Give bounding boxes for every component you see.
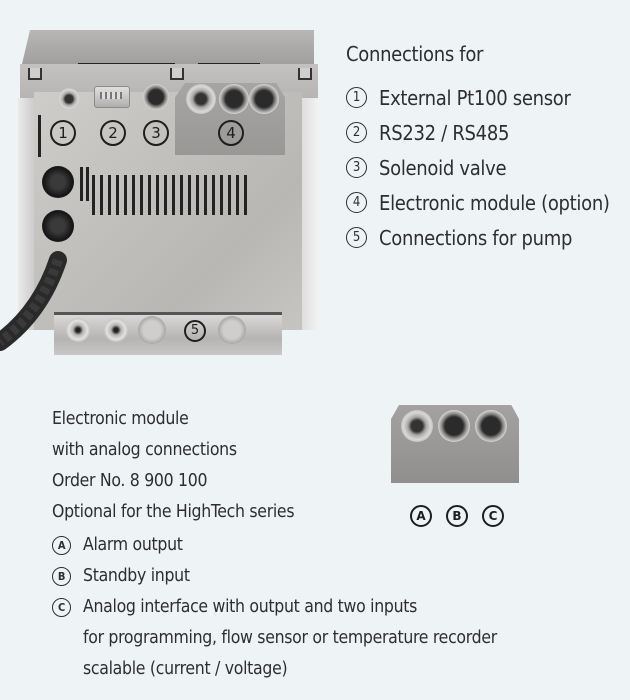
- pump-fitting: [104, 318, 128, 342]
- module-item-label: scalable (current / voltage): [83, 659, 288, 679]
- mount-bracket: [28, 68, 42, 80]
- marker-5: 5: [346, 227, 367, 248]
- label-5: 5: [184, 320, 206, 342]
- module-photo-connector-b: [438, 410, 470, 442]
- module-item-label: Analog interface with output and two inp…: [83, 597, 418, 617]
- photo-label-a: A: [410, 505, 432, 527]
- module-item-c-cont: scalable (current / voltage): [52, 654, 497, 685]
- connection-item: 2 RS232 / RS485: [346, 115, 610, 150]
- connection-label: Solenoid valve: [379, 155, 507, 180]
- module-subtitle: with analog connections: [52, 440, 237, 460]
- module-connector-b: [219, 84, 249, 114]
- connections-title: Connections for: [346, 42, 484, 66]
- module-connector-c: [249, 84, 279, 114]
- module-legend: A Alarm output B Standby input C Analog int…: [52, 530, 497, 685]
- connection-item: 4 Electronic module (option): [346, 185, 610, 220]
- pump-fitting: [66, 318, 90, 342]
- connection-label: Connections for pump: [379, 225, 573, 250]
- photo-label-c: C: [482, 505, 504, 527]
- connection-item: 5 Connections for pump: [346, 220, 610, 255]
- rs232-connector: [94, 86, 130, 108]
- marker-2: 2: [346, 122, 367, 143]
- photo-label-b: B: [446, 505, 468, 527]
- module-item-c: C Analog interface with output and two in…: [52, 592, 497, 623]
- module-photo-connector-a: [401, 410, 433, 442]
- connection-item: 3 Solenoid valve: [346, 150, 610, 185]
- device-rear-view: 1 2 3 4 5: [0, 0, 340, 360]
- label-1: 1: [50, 120, 76, 146]
- solenoid-connector: [143, 84, 169, 110]
- mount-bracket: [298, 68, 312, 80]
- module-item-label: for programming, flow sensor or temperat…: [83, 628, 497, 648]
- label-3: 3: [143, 120, 169, 146]
- side-vent: [38, 115, 44, 157]
- pump-fitting-cap: [218, 316, 246, 344]
- marker-b: B: [52, 567, 71, 586]
- connection-label: RS232 / RS485: [379, 120, 510, 145]
- pump-fitting-cap: [138, 316, 166, 344]
- side-vent: [80, 167, 90, 201]
- label-2: 2: [100, 120, 126, 146]
- module-photo-connector-c: [475, 410, 507, 442]
- module-item-a: A Alarm output: [52, 530, 497, 561]
- marker-a: A: [52, 536, 71, 555]
- module-description: Electronic module with analog connection…: [52, 404, 295, 528]
- side-left: [18, 98, 36, 330]
- marker-1: 1: [346, 87, 367, 108]
- power-cable: [0, 251, 67, 351]
- mount-bracket: [170, 68, 184, 80]
- module-title: Electronic module: [52, 409, 189, 429]
- top-lid: [22, 30, 314, 64]
- module-connector-a: [186, 84, 216, 114]
- side-right: [298, 98, 318, 330]
- pt100-connector: [58, 88, 80, 110]
- order-number: Order No. 8 900 100: [52, 471, 208, 491]
- module-item-label: Alarm output: [83, 535, 183, 555]
- marker-4: 4: [346, 192, 367, 213]
- module-item-c-cont: for programming, flow sensor or temperat…: [52, 623, 497, 654]
- ventilation-grille: [92, 175, 252, 215]
- marker-c: C: [52, 598, 71, 617]
- connection-item: 1 External Pt100 sensor: [346, 80, 610, 115]
- module-item-label: Standby input: [83, 566, 190, 586]
- marker-3: 3: [346, 157, 367, 178]
- connection-label: External Pt100 sensor: [379, 85, 571, 110]
- fuse-holder-2: [42, 210, 74, 242]
- module-note: Optional for the HighTech series: [52, 502, 295, 522]
- fuse-holder-1: [42, 166, 74, 198]
- module-item-b: B Standby input: [52, 561, 497, 592]
- label-4: 4: [218, 120, 244, 146]
- connection-label: Electronic module (option): [379, 190, 610, 215]
